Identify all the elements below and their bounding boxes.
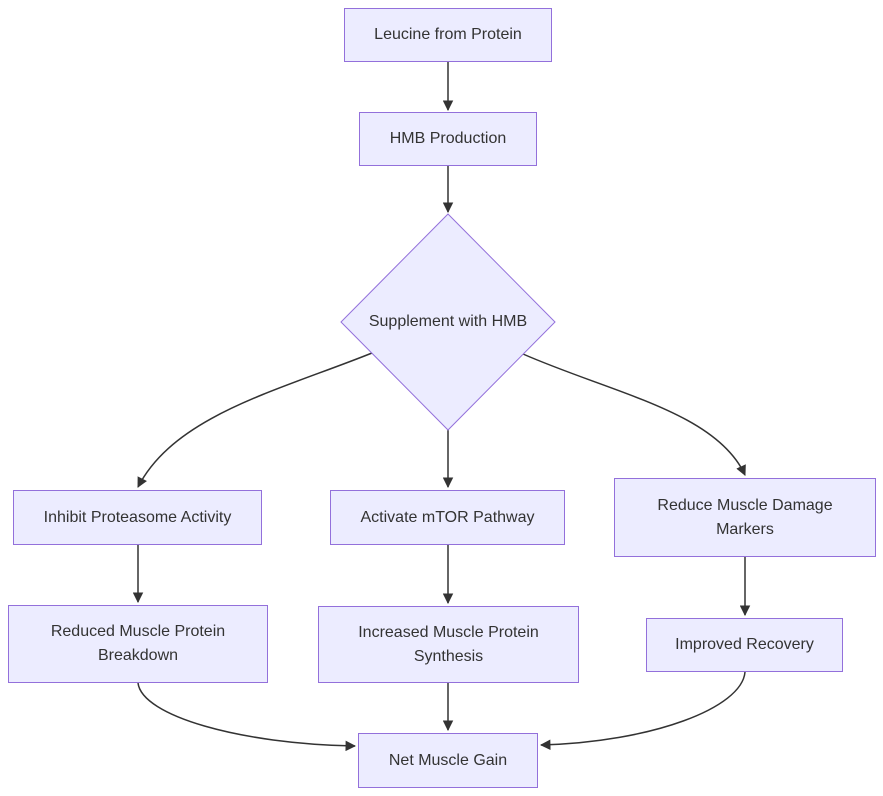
node-improved-recovery-label: Improved Recovery: [675, 636, 814, 653]
node-hmb-production-label: HMB Production: [389, 130, 507, 147]
node-supplement-label: Supplement with HMB: [368, 313, 528, 330]
edge-breakdown-to-gain: [137, 682, 357, 752]
node-reduce-damage: Reduce Muscle Damage Markers: [614, 478, 876, 557]
node-reduced-breakdown-label: Reduced Muscle Protein Breakdown: [50, 623, 226, 664]
node-activate-mtor: Activate mTOR Pathway: [330, 490, 565, 545]
node-reduced-breakdown: Reduced Muscle Protein Breakdown: [8, 605, 268, 683]
node-leucine-label: Leucine from Protein: [374, 26, 522, 43]
node-net-muscle-gain: Net Muscle Gain: [358, 733, 538, 788]
node-activate-mtor-label: Activate mTOR Pathway: [360, 508, 535, 526]
edge-supplement-to-damage: [522, 353, 746, 476]
node-reduce-damage-label: Reduce Muscle Damage Markers: [657, 496, 833, 538]
node-supplement-shape: [340, 213, 556, 431]
edge-supplement-to-inhibit: [137, 352, 373, 488]
node-net-muscle-gain-label: Net Muscle Gain: [388, 751, 508, 769]
edge-recovery-to-gain: [539, 671, 746, 750]
node-leucine: Leucine from Protein: [344, 8, 552, 62]
node-increased-synthesis-label: Increased Muscle Protein Synthesis: [358, 623, 539, 665]
node-increased-synthesis: Increased Muscle Protein Synthesis: [318, 606, 579, 683]
node-hmb-production: HMB Production: [359, 112, 537, 166]
node-inhibit-proteasome-label: Inhibit Proteasome Activity: [43, 508, 232, 526]
node-inhibit-proteasome: Inhibit Proteasome Activity: [13, 490, 262, 545]
node-improved-recovery: Improved Recovery: [646, 618, 843, 672]
